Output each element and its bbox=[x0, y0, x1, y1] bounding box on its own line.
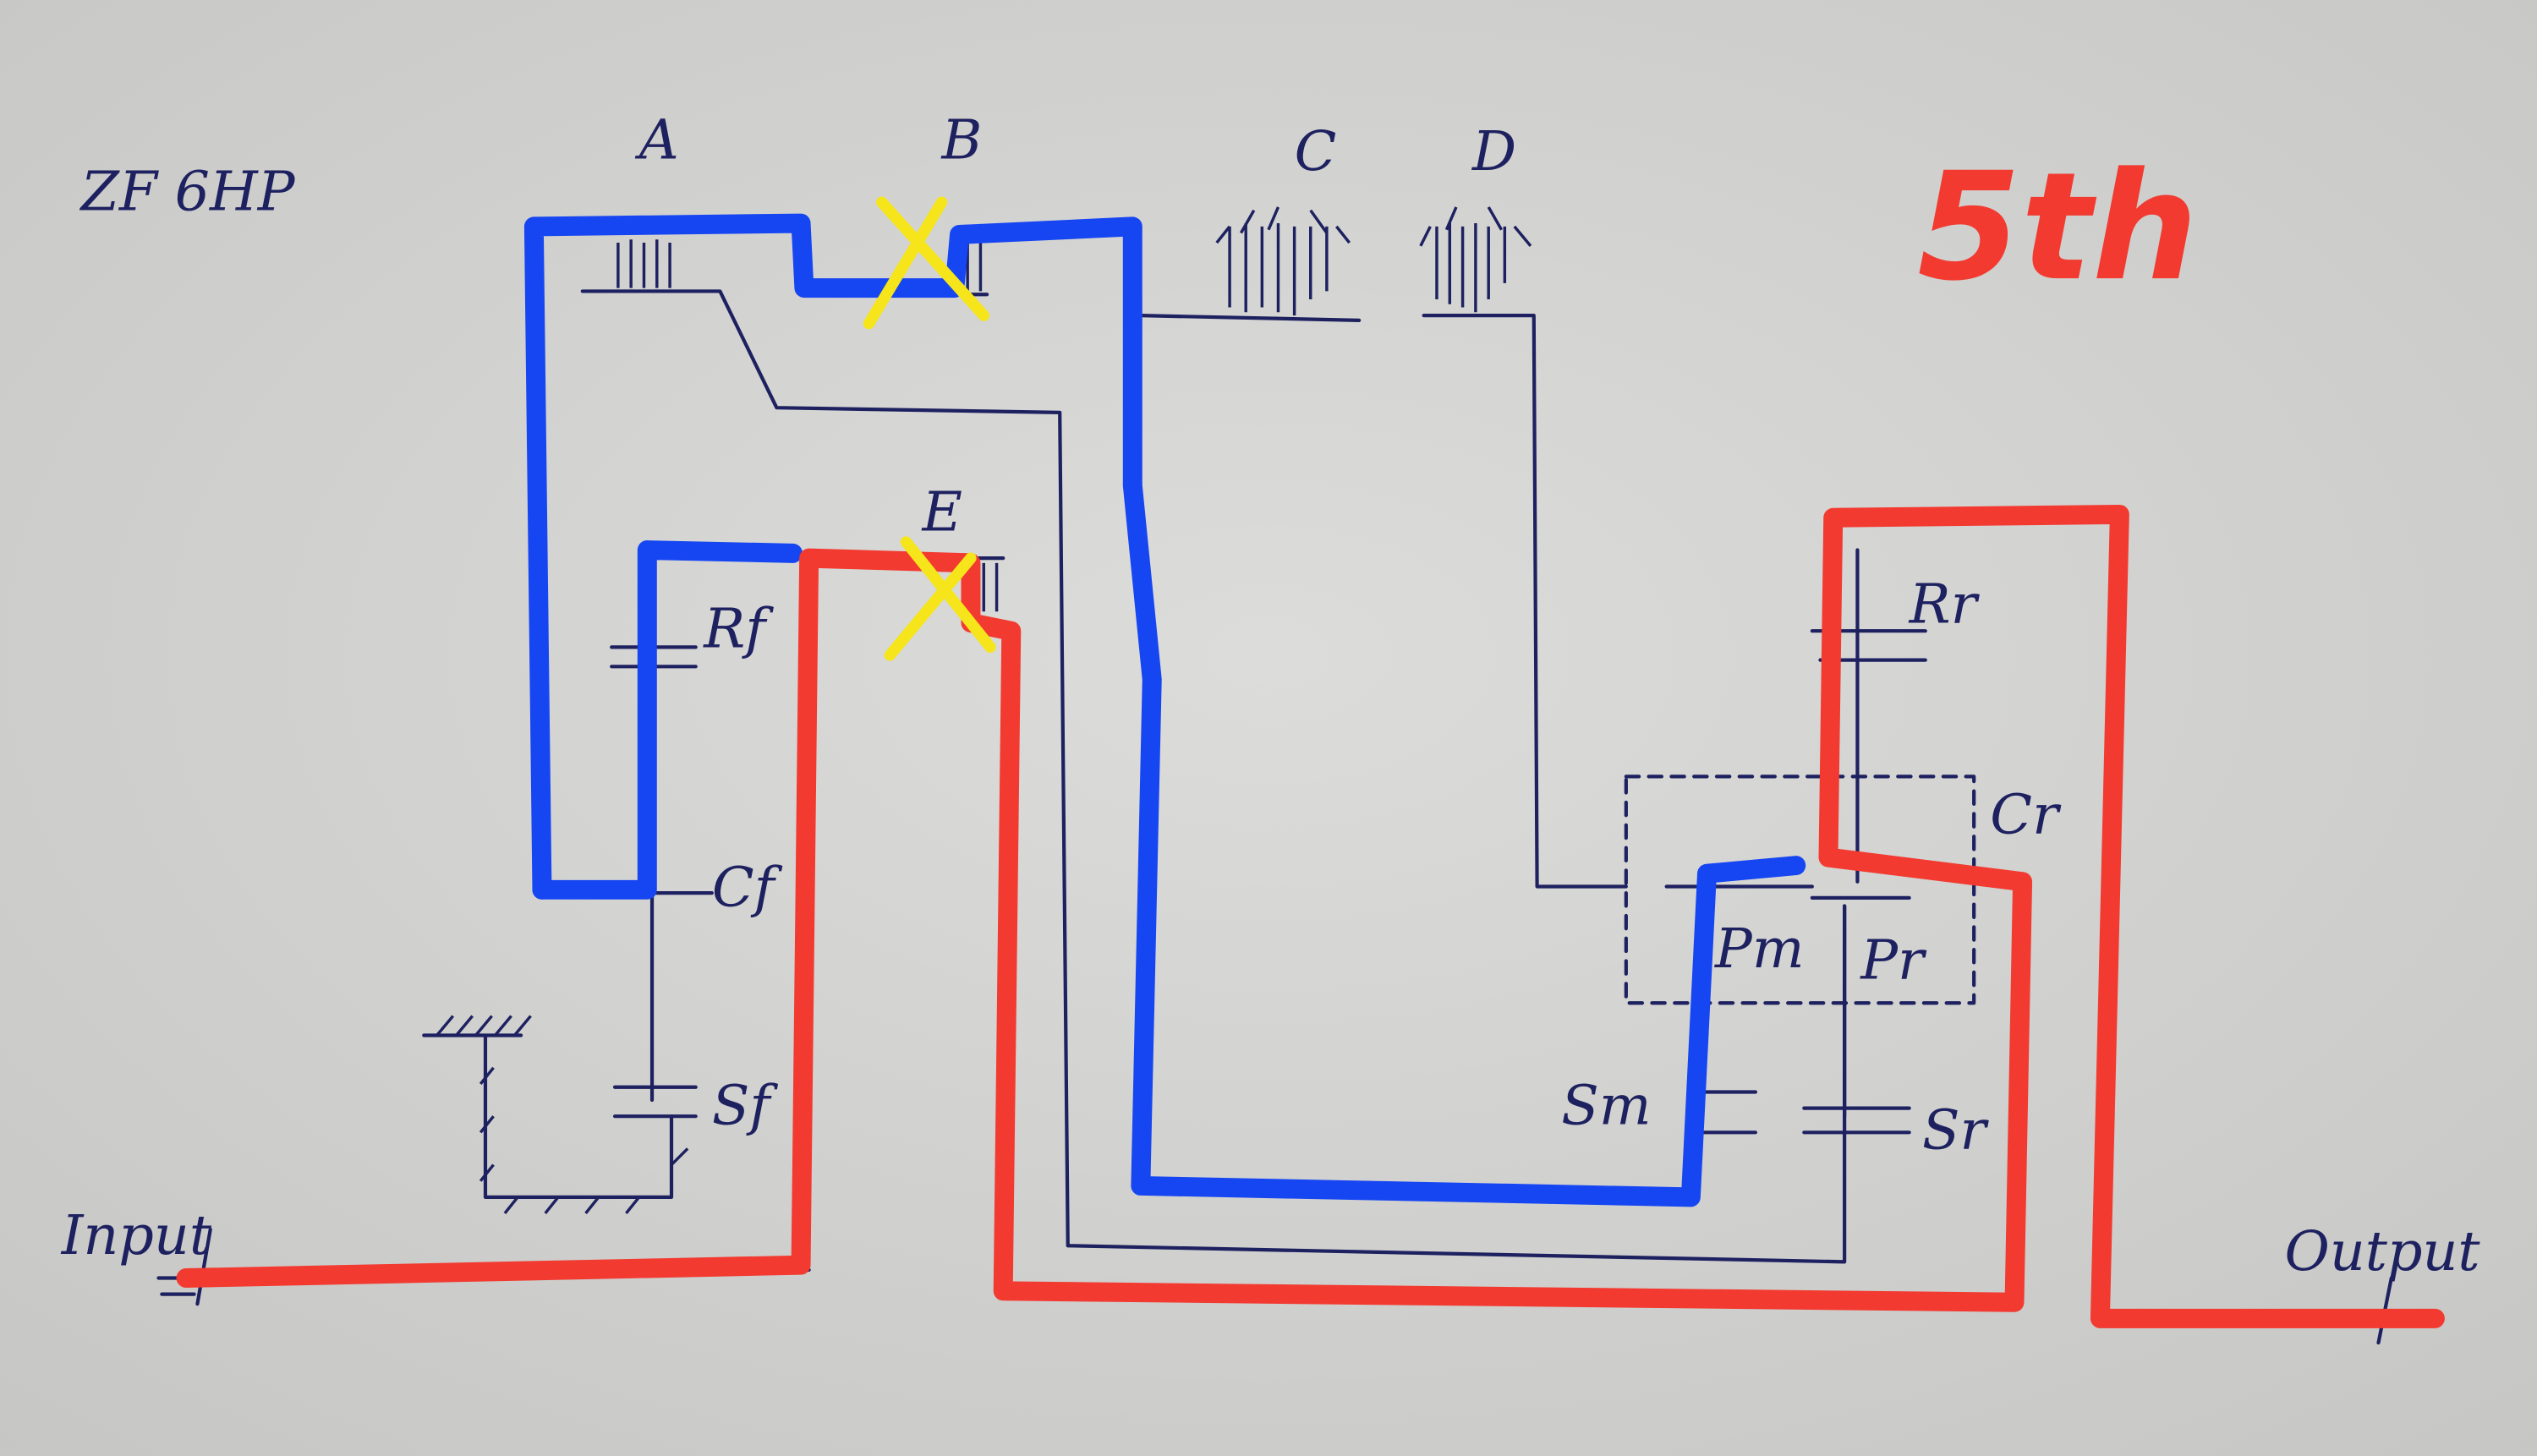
clutch-a-hatch bbox=[616, 239, 671, 288]
cr-label: Cr bbox=[1990, 783, 2062, 846]
rf-label: Rf bbox=[703, 597, 774, 660]
clutch-e-disengaged-x-icon bbox=[884, 536, 996, 661]
input-label: Input bbox=[61, 1204, 212, 1267]
red-power-path bbox=[176, 504, 2445, 1328]
clutch-d-label: D bbox=[1471, 120, 1516, 183]
output-label: Output bbox=[2285, 1220, 2481, 1284]
clutch-d-hatch bbox=[1419, 206, 1532, 313]
sr-label: Sr bbox=[1922, 1098, 1990, 1162]
gear-label: 5th bbox=[1917, 140, 2198, 314]
blue-power-path bbox=[523, 213, 1806, 1207]
clutch-c-label: C bbox=[1295, 120, 1337, 183]
pm-label: Pm bbox=[1714, 917, 1804, 981]
clutch-c-hatch bbox=[1215, 206, 1351, 316]
pr-label: Pr bbox=[1860, 929, 1927, 993]
clutch-b-label: B bbox=[941, 109, 983, 172]
rr-label: Rr bbox=[1909, 573, 1981, 637]
clutch-e-label: E bbox=[922, 481, 962, 545]
clutch-b-disengaged-x-icon bbox=[863, 196, 989, 330]
clutch-a-label: A bbox=[635, 109, 679, 172]
sm-label: Sm bbox=[1561, 1075, 1651, 1138]
cf-label: Cf bbox=[712, 856, 783, 919]
diagram-title: ZF 6HP bbox=[79, 161, 296, 224]
ground-hatch bbox=[436, 1015, 689, 1215]
sf-label: Sf bbox=[712, 1075, 779, 1138]
